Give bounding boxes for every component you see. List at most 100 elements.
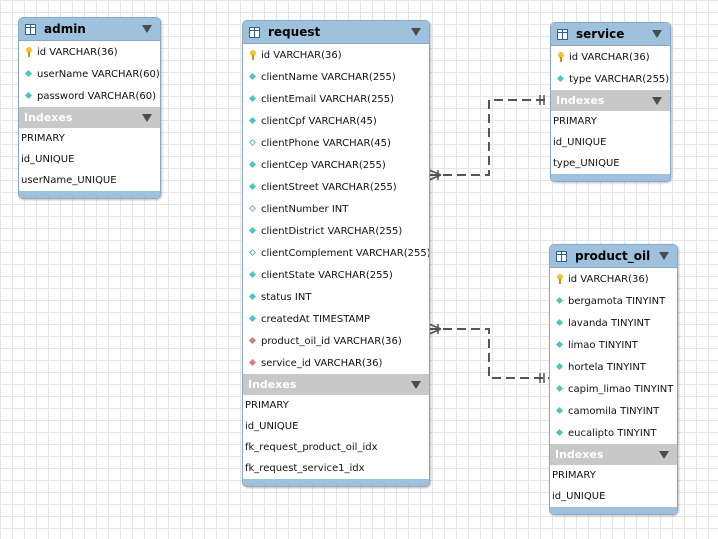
primary-key-icon	[555, 274, 565, 284]
column-row[interactable]: hortela TINYINT	[550, 356, 677, 378]
collapse-arrow-icon[interactable]	[652, 30, 662, 38]
table-icon	[556, 250, 567, 262]
index-row[interactable]: PRIMARY	[552, 470, 596, 481]
index-row[interactable]: id_UNIQUE	[245, 421, 299, 432]
index-row[interactable]: PRIMARY	[245, 400, 289, 411]
column-row[interactable]: product_oil_id VARCHAR(36)	[243, 330, 429, 352]
column-diamond-icon	[24, 69, 34, 79]
indexes-header[interactable]: Indexes	[243, 374, 429, 395]
column-row[interactable]: id VARCHAR(36)	[551, 46, 670, 68]
column-row[interactable]: limao TINYINT	[550, 334, 677, 356]
column-row[interactable]: camomila TINYINT	[550, 400, 677, 422]
column-row[interactable]: clientStreet VARCHAR(255)	[243, 176, 429, 198]
table-name: service	[576, 27, 625, 41]
collapse-arrow-icon[interactable]	[411, 28, 421, 36]
column-row[interactable]: id VARCHAR(36)	[243, 44, 429, 66]
index-list: PRIMARY id_UNIQUE fk_request_product_oil…	[243, 395, 429, 479]
relationship-request-product-oil	[429, 328, 551, 379]
column-row[interactable]: lavanda TINYINT	[550, 312, 677, 334]
product-oil-table-header[interactable]: product_oil	[550, 245, 677, 268]
request-table-header[interactable]: request	[243, 21, 429, 44]
collapse-arrow-icon[interactable]	[142, 25, 152, 33]
admin-table[interactable]: admin id VARCHAR(36) userName VARCHAR(60…	[18, 17, 161, 199]
index-row[interactable]: id_UNIQUE	[21, 154, 75, 165]
index-row[interactable]: PRIMARY	[21, 133, 65, 144]
column-row[interactable]: clientNumber INT	[243, 198, 429, 220]
index-row[interactable]: fk_request_product_oil_idx	[245, 442, 378, 453]
column-diamond-icon	[555, 318, 565, 328]
column-row[interactable]: userName VARCHAR(60)	[19, 63, 160, 85]
column-row[interactable]: password VARCHAR(60)	[19, 85, 160, 107]
column-list: id VARCHAR(36) clientName VARCHAR(255) c…	[243, 44, 429, 374]
column-row[interactable]: eucalipto TINYINT	[550, 422, 677, 444]
nullable-column-icon	[248, 138, 258, 148]
index-row[interactable]: userName_UNIQUE	[21, 175, 117, 186]
column-diamond-icon	[248, 226, 258, 236]
column-list: id VARCHAR(36) type VARCHAR(255)	[551, 46, 670, 90]
column-row[interactable]: capim_limao TINYINT	[550, 378, 677, 400]
column-row[interactable]: clientName VARCHAR(255)	[243, 66, 429, 88]
column-diamond-icon	[555, 296, 565, 306]
column-diamond-icon	[248, 160, 258, 170]
column-diamond-icon	[555, 340, 565, 350]
column-diamond-icon	[555, 362, 565, 372]
service-table-header[interactable]: service	[551, 23, 670, 46]
column-row[interactable]: clientState VARCHAR(255)	[243, 264, 429, 286]
column-row[interactable]: service_id VARCHAR(36)	[243, 352, 429, 374]
nullable-column-icon	[248, 204, 258, 214]
one-mark-product-oil	[539, 373, 545, 383]
column-row[interactable]: clientEmail VARCHAR(255)	[243, 88, 429, 110]
column-diamond-icon	[248, 292, 258, 302]
crows-foot-service	[428, 169, 442, 181]
collapse-arrow-icon[interactable]	[659, 451, 669, 459]
column-row[interactable]: clientDistrict VARCHAR(255)	[243, 220, 429, 242]
column-row[interactable]: clientComplement VARCHAR(255)	[243, 242, 429, 264]
column-row[interactable]: status INT	[243, 286, 429, 308]
collapse-arrow-icon[interactable]	[411, 381, 421, 389]
column-row[interactable]: clientCep VARCHAR(255)	[243, 154, 429, 176]
column-diamond-icon	[248, 94, 258, 104]
column-diamond-icon	[248, 270, 258, 280]
index-row[interactable]: fk_request_service1_idx	[245, 463, 365, 474]
index-list: PRIMARY id_UNIQUE	[550, 465, 677, 507]
product-oil-table[interactable]: product_oil id VARCHAR(36) bergamota TIN…	[549, 244, 678, 515]
column-diamond-icon	[555, 428, 565, 438]
request-table[interactable]: request id VARCHAR(36) clientName VARCHA…	[242, 20, 430, 487]
column-row[interactable]: createdAt TIMESTAMP	[243, 308, 429, 330]
table-icon	[249, 26, 260, 38]
column-diamond-icon	[556, 74, 566, 84]
nullable-column-icon	[248, 248, 258, 258]
table-name: request	[268, 25, 321, 39]
column-row[interactable]: type VARCHAR(255)	[551, 68, 670, 90]
column-diamond-icon	[24, 91, 34, 101]
foreign-key-icon	[248, 336, 258, 346]
table-icon	[25, 23, 36, 35]
column-list: id VARCHAR(36) userName VARCHAR(60) pass…	[19, 41, 160, 107]
index-row[interactable]: type_UNIQUE	[553, 158, 620, 169]
column-list: id VARCHAR(36) bergamota TINYINT lavanda…	[550, 268, 677, 444]
admin-table-header[interactable]: admin	[19, 18, 160, 41]
column-row[interactable]: bergamota TINYINT	[550, 290, 677, 312]
table-icon	[557, 28, 568, 40]
collapse-arrow-icon[interactable]	[142, 114, 152, 122]
column-diamond-icon	[248, 182, 258, 192]
index-row[interactable]: PRIMARY	[553, 116, 597, 127]
index-row[interactable]: id_UNIQUE	[552, 491, 606, 502]
table-footer	[243, 479, 429, 486]
column-row[interactable]: clientPhone VARCHAR(45)	[243, 132, 429, 154]
crows-foot-product-oil	[428, 323, 442, 335]
column-diamond-icon	[555, 406, 565, 416]
indexes-header[interactable]: Indexes	[19, 107, 160, 128]
indexes-header[interactable]: Indexes	[551, 90, 670, 111]
collapse-arrow-icon[interactable]	[659, 252, 669, 260]
collapse-arrow-icon[interactable]	[652, 97, 662, 105]
column-row[interactable]: id VARCHAR(36)	[550, 268, 677, 290]
table-name: product_oil	[575, 249, 651, 263]
index-list: PRIMARY id_UNIQUE type_UNIQUE	[551, 111, 670, 174]
indexes-header[interactable]: Indexes	[550, 444, 677, 465]
column-row[interactable]: id VARCHAR(36)	[19, 41, 160, 63]
service-table[interactable]: service id VARCHAR(36) type VARCHAR(255)…	[550, 22, 671, 182]
column-row[interactable]: clientCpf VARCHAR(45)	[243, 110, 429, 132]
index-row[interactable]: id_UNIQUE	[553, 137, 607, 148]
